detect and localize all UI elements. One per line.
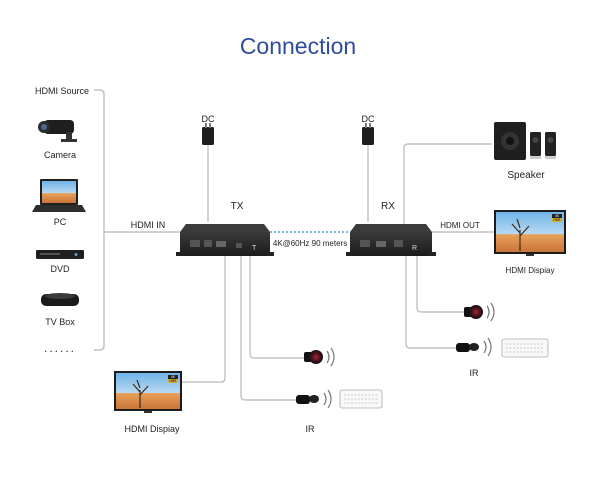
- tx-loop-out-cable: [182, 256, 226, 383]
- svg-text:4K: 4K: [555, 214, 560, 218]
- rx-remote-control-icon: [501, 338, 549, 358]
- rx-ir-receiver-cable: [416, 256, 466, 313]
- rx-display-label: HDMI Dispiay: [506, 266, 555, 275]
- tx-ir-receiver-icon: [304, 347, 335, 367]
- speaker-cable: [403, 143, 492, 224]
- hdmi-out-label: HDMI OUT: [440, 221, 480, 230]
- tx-ir-label: IR: [306, 424, 316, 434]
- camera-label: Camera: [44, 150, 76, 160]
- speaker-icon: [494, 122, 556, 160]
- link-spec-label: 4K@60Hz 90 meters: [273, 239, 347, 248]
- tx-ir-emitter-icon: [296, 389, 332, 409]
- hdmi-in-label: HDMI IN: [131, 220, 166, 230]
- rx-unit: DC RX R: [346, 114, 436, 256]
- tx-dc-adapter-icon: [202, 123, 214, 145]
- tx-dc-label: DC: [202, 114, 215, 124]
- pc-label: PC: [54, 217, 67, 227]
- dvd-label: DVD: [50, 264, 70, 274]
- tx-ir-receiver-cable: [249, 256, 306, 359]
- tx-ir-emitter-cable: [240, 256, 298, 401]
- svg-text:4K: 4K: [171, 375, 176, 379]
- rx-display-icon: 4K HDR: [494, 210, 566, 256]
- laptop-icon: [32, 179, 86, 212]
- svg-text:R: R: [412, 245, 417, 252]
- tx-unit: DC TX T: [176, 114, 274, 256]
- rx-ir-label: IR: [470, 368, 480, 378]
- tv-box-label: TV Box: [45, 317, 75, 327]
- svg-text:HDR: HDR: [554, 218, 562, 222]
- tx-local-display-icon: 4K HDR: [114, 371, 182, 413]
- rx-dc-label: DC: [362, 114, 375, 124]
- source-bracket: [94, 89, 105, 351]
- rx-ir-emitter-icon: [456, 337, 492, 357]
- dvd-player-icon: [36, 250, 84, 259]
- tx-label: TX: [231, 201, 244, 212]
- rx-ir-receiver-icon: [464, 302, 495, 322]
- tx-local-display-label: HDMI Dispiay: [124, 424, 180, 434]
- tx-remote-control-icon: [339, 389, 383, 409]
- page-title: Connection: [240, 33, 356, 59]
- rx-label: RX: [381, 201, 395, 212]
- rx-dc-adapter-icon: [362, 123, 374, 145]
- hdmi-source-heading: HDMI Source: [35, 86, 89, 96]
- camera-icon: [38, 120, 77, 142]
- hdmi-source-group: HDMI Source Camera PC DVD: [32, 86, 180, 355]
- rx-ir-emitter-cable: [405, 256, 458, 349]
- svg-text:T: T: [252, 245, 257, 252]
- svg-text:HDR: HDR: [170, 379, 178, 383]
- speaker-label: Speaker: [507, 170, 545, 181]
- more-sources-ellipsis: ......: [44, 341, 76, 355]
- tv-box-icon: [41, 293, 79, 306]
